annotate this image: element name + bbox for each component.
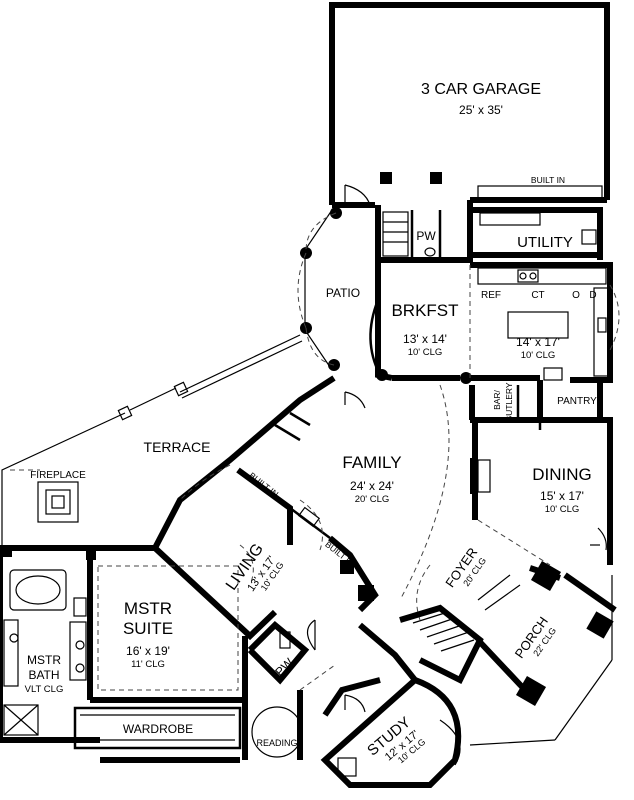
- dining-name: DINING: [532, 465, 592, 484]
- mstr-bath-clg: VLT CLG: [25, 684, 64, 695]
- kitchen-clg: 10' CLG: [521, 350, 556, 361]
- builtin-left-label: BUILT IN: [247, 470, 280, 499]
- pantry-name: PANTRY: [557, 396, 597, 407]
- garage-dims: 25' x 35': [459, 103, 503, 117]
- porch-label-group: PORCH 22' CLG: [512, 614, 558, 661]
- utility-name: UTILITY: [517, 234, 573, 251]
- terrace: [1, 334, 303, 545]
- stair: [399, 604, 484, 685]
- patio-walls: [297, 184, 371, 371]
- bar-label-2: BUTLERY: [504, 382, 514, 421]
- wardrobe-name: WARDROBE: [123, 722, 193, 736]
- kitchen-d: D: [589, 290, 596, 301]
- living-walls: [152, 467, 379, 641]
- study-label-group: STUDY 12' x 17' 10' CLG: [364, 714, 427, 766]
- dining-dims: 15' x 17': [540, 489, 584, 503]
- kitchen-walls: [369, 260, 620, 384]
- mstr-suite-name-1: MSTR: [124, 599, 172, 618]
- kitchen-dims: 14' x 17': [516, 335, 560, 349]
- family-dims: 24' x 24': [350, 479, 394, 493]
- mstr-suite-dims: 16' x 19': [126, 644, 170, 658]
- garage-builtin-label: BUILT IN: [531, 175, 565, 185]
- wardrobe-walls: [73, 619, 336, 763]
- patio-name: PATIO: [326, 286, 360, 300]
- garage-walls: [329, 2, 610, 208]
- living-label-group: LIVING 13' x 17' 10' CLG: [223, 541, 286, 594]
- family-walls: [152, 375, 491, 601]
- brkfst-dims: 13' x 14': [403, 332, 447, 346]
- master-walls: [0, 545, 248, 743]
- terrace-name: TERRACE: [144, 439, 211, 455]
- family-clg: 20' CLG: [355, 494, 390, 505]
- mstr-suite-clg: 11' CLG: [131, 659, 165, 670]
- family-name: FAMILY: [342, 453, 401, 472]
- garage-name: 3 CAR GARAGE: [421, 81, 541, 98]
- mstr-suite-name-2: SUITE: [123, 619, 173, 638]
- kitchen-ct: CT: [531, 290, 544, 301]
- reading-label: READING: [256, 738, 297, 748]
- dining-clg: 10' CLG: [545, 504, 580, 515]
- mstr-bath-name-2: BATH: [28, 668, 59, 682]
- kitchen-o: O: [572, 290, 580, 301]
- mstr-bath-name-1: MSTR: [27, 653, 61, 667]
- brkfst-clg: 10' CLG: [408, 347, 443, 358]
- service-walls: [375, 200, 610, 268]
- brkfst-name: BRKFST: [391, 301, 458, 320]
- fireplace-label: FIREPLACE: [30, 470, 86, 481]
- foyer-label-group: FOYER 20' CLG: [442, 545, 488, 590]
- foyer-walls: [416, 560, 617, 746]
- dining-walls: [470, 417, 613, 566]
- pw-top-label: PW: [416, 229, 436, 243]
- bar-label-1: BAR/: [492, 389, 502, 409]
- study-walls: [320, 622, 462, 788]
- kitchen-ref: REF: [481, 290, 501, 301]
